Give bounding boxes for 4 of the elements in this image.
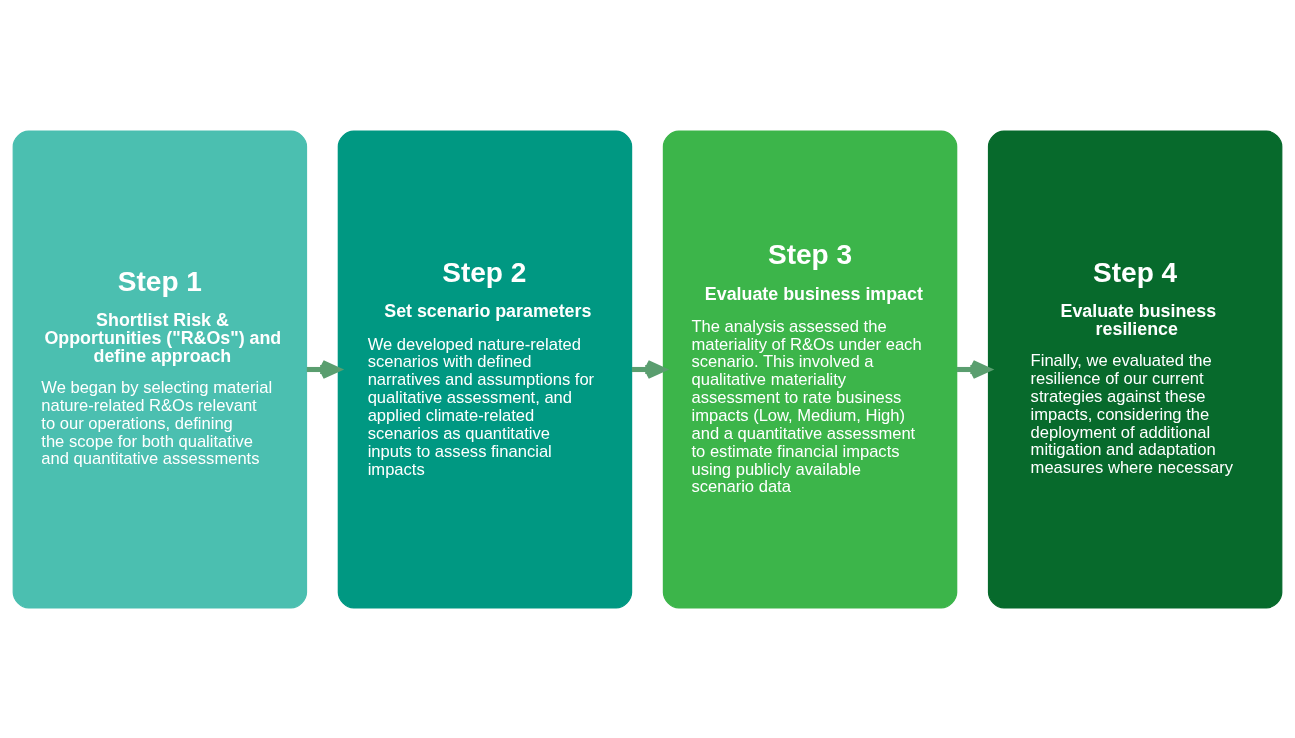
node-box: Step 1 Shortlist Risk & Opportunities ("R&Os") and define approach We began by selecting material nature-related R&Os relevant to our operations, defining the scope for both qualitative and quantitative assessments — [12, 129, 308, 609]
node-box: Step 3 Evaluate business impact The analysis assessed the materiality of R&Os under each scenario. This involved a qualitative materiality assessment to rate business impacts (Low, Medium, High) and a quantitative assessment to estimate financial impacts using publicly available scenario data — [662, 129, 958, 609]
node-box: Step 2 Set scenario parameters We developed nature-related scenarios with defined narratives and assumptions for qualitative assessment, and applied climate-related scenarios as quantitative inputs to assess financial impacts — [337, 129, 633, 609]
node-box: Step 4 Evaluate business resilience Finally, we evaluated the resilience of our current strategies against these impacts, considering the deployment of additional mitigation and adaptation measures where necessary — [987, 129, 1283, 609]
